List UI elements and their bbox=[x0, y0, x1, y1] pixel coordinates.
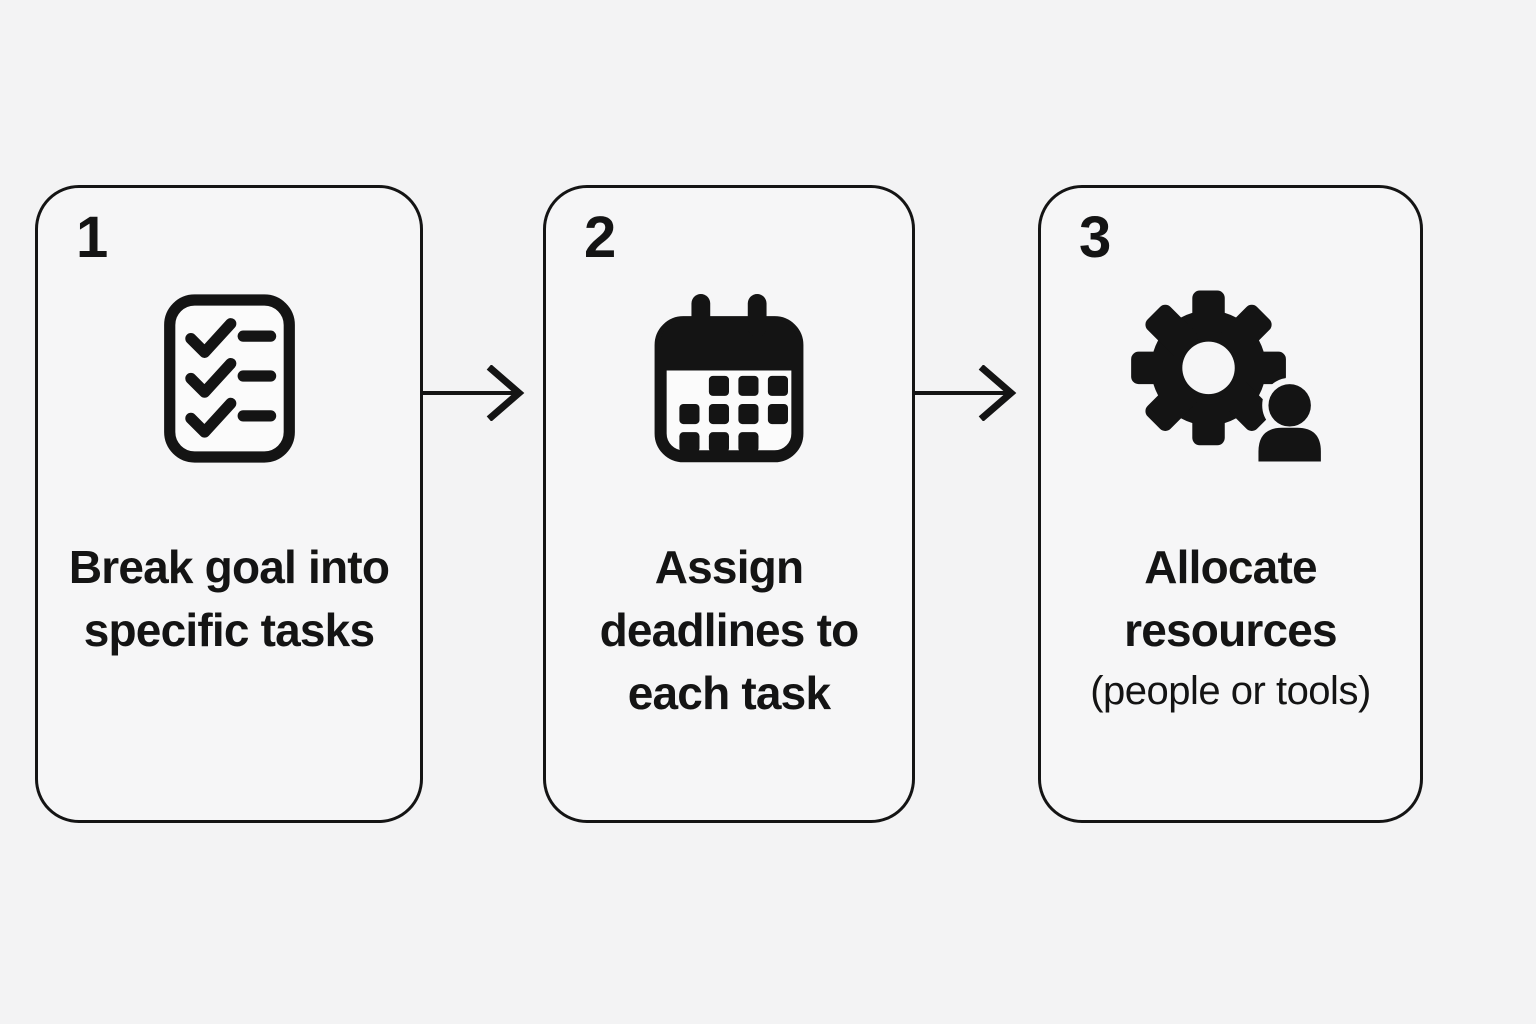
calendar-icon bbox=[546, 286, 912, 471]
step-card-2: 2 Assign deadlines to each task bbox=[543, 185, 915, 823]
step-card-3: 3 Al bbox=[1038, 185, 1423, 823]
step-card-1: 1 Break goal into specific tasks bbox=[35, 185, 423, 823]
step-number: 2 bbox=[584, 205, 616, 270]
arrow-right-icon bbox=[913, 365, 1017, 421]
step-title: Assign deadlines to each task bbox=[599, 541, 860, 719]
checklist-icon bbox=[38, 286, 420, 471]
step-title: Break goal into specific tasks bbox=[68, 541, 390, 656]
step-subtitle: (people or tools) bbox=[1090, 669, 1371, 713]
step-number: 1 bbox=[76, 205, 108, 270]
step-title: Allocate resources bbox=[1124, 541, 1338, 656]
gear-person-icon bbox=[1041, 286, 1420, 471]
step-number: 3 bbox=[1079, 205, 1111, 270]
arrow-right-icon bbox=[421, 365, 525, 421]
